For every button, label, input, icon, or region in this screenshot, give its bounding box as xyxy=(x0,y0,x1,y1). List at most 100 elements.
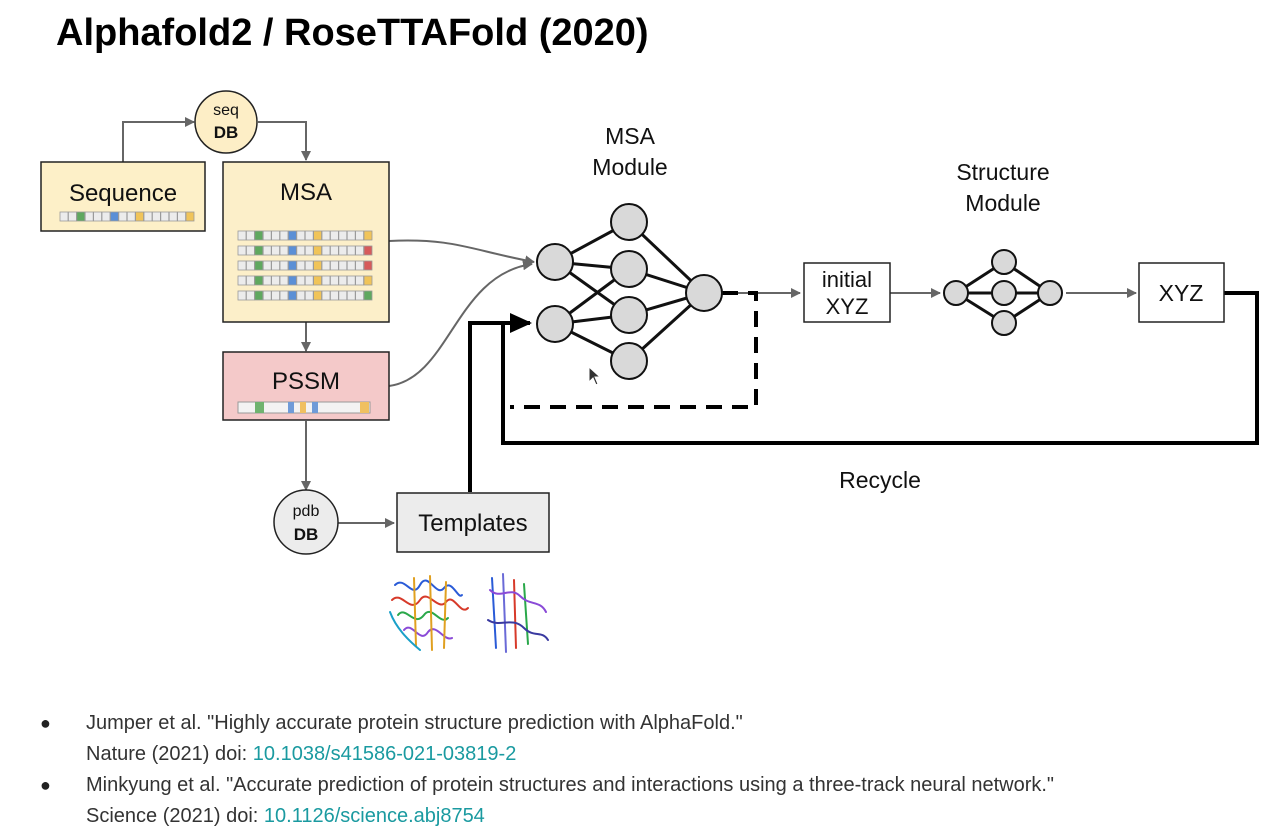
residue-cell xyxy=(313,290,323,301)
residue-cell xyxy=(84,211,94,222)
residue-cell xyxy=(271,275,281,286)
msa-module-title-line2: Module xyxy=(592,154,667,180)
protein-structure-image xyxy=(487,573,549,653)
residue-cell xyxy=(271,290,281,301)
reference-journal: Nature (2021) doi: xyxy=(86,743,253,765)
arrow-pssm-to-msa-module xyxy=(388,260,533,387)
residue-cell xyxy=(237,245,247,256)
pssm-box: PSSM xyxy=(222,351,390,421)
reference-citation: Minkyung et al. "Accurate prediction of … xyxy=(86,774,1055,796)
residue-cell xyxy=(237,260,247,271)
cursor-icon xyxy=(588,366,602,386)
residue-cell xyxy=(296,230,306,241)
residue-cell xyxy=(279,275,289,286)
residue-cell xyxy=(151,211,161,222)
residue-cell xyxy=(355,260,365,271)
residue-cell xyxy=(304,245,314,256)
reference-citation: Jumper et al. "Highly accurate protein s… xyxy=(86,712,743,734)
residue-cell xyxy=(296,245,306,256)
seq-db-node: seq DB xyxy=(194,90,258,154)
residue-cell xyxy=(321,245,331,256)
residue-cell xyxy=(304,230,314,241)
xyz-label: XYZ xyxy=(1159,280,1204,306)
residue-cell xyxy=(355,230,365,241)
residue-cell xyxy=(313,230,323,241)
residue-cell xyxy=(321,290,331,301)
residue-cell xyxy=(93,211,102,222)
residue-cell xyxy=(245,275,255,286)
reference-item: ● Minkyung et al. "Accurate prediction o… xyxy=(40,770,1240,832)
seq-db-bottom-label: DB xyxy=(214,123,239,142)
residue-cell xyxy=(355,275,365,286)
residue-cell xyxy=(101,211,111,222)
pssm-profile-strip xyxy=(237,401,371,414)
residue-cell xyxy=(262,245,272,256)
residue-cell xyxy=(143,211,153,222)
sequence-box: Sequence xyxy=(40,161,206,232)
pdb-db-node: pdb DB xyxy=(273,489,339,555)
residue-cell xyxy=(160,211,170,222)
bullet-icon: ● xyxy=(40,775,51,795)
residue-cell xyxy=(245,230,255,241)
residue-cell xyxy=(135,211,145,222)
references-list: ● Jumper et al. "Highly accurate protein… xyxy=(40,708,1240,832)
reference-source-line: Science (2021) doi: 10.1126/science.abj8… xyxy=(86,801,1240,832)
residue-cell xyxy=(338,245,348,256)
residue-cell xyxy=(346,230,356,241)
residue-cell xyxy=(304,290,314,301)
residue-cell xyxy=(287,275,297,286)
residue-cell xyxy=(279,230,289,241)
residue-cell xyxy=(237,275,247,286)
msa-module-title-line1: MSA xyxy=(605,123,656,149)
residue-cell xyxy=(245,260,255,271)
reference-item: ● Jumper et al. "Highly accurate protein… xyxy=(40,708,1240,770)
residue-cell xyxy=(262,260,272,271)
residue-cell xyxy=(59,211,69,222)
residue-cell xyxy=(287,230,297,241)
residue-cell xyxy=(296,260,306,271)
recycle-label: Recycle xyxy=(839,467,921,493)
templates-box: Templates xyxy=(396,492,550,553)
protein-structure-image xyxy=(389,575,469,651)
inner-recycle-dashed-line xyxy=(510,291,758,409)
residue-cell xyxy=(363,290,373,301)
residue-cell xyxy=(355,245,365,256)
residue-cell xyxy=(118,211,128,222)
msa-alignment-rows xyxy=(237,230,373,301)
initial-xyz-line2: XYZ xyxy=(826,294,869,319)
residue-cell xyxy=(363,275,373,286)
doi-link[interactable]: 10.1126/science.abj8754 xyxy=(263,805,485,827)
residue-cell xyxy=(177,211,187,222)
residue-cell xyxy=(126,211,136,222)
residue-cell xyxy=(346,245,356,256)
residue-cell xyxy=(237,290,247,301)
residue-cell xyxy=(254,275,264,286)
residue-cell xyxy=(237,230,247,241)
pdb-db-bottom-label: DB xyxy=(294,525,319,544)
residue-cell xyxy=(329,275,339,286)
residue-cell xyxy=(321,260,331,271)
residue-cell xyxy=(287,260,297,271)
reference-source-line: Nature (2021) doi: 10.1038/s41586-021-03… xyxy=(86,739,1240,770)
residue-cell xyxy=(321,230,331,241)
reference-journal: Science (2021) doi: xyxy=(86,805,264,827)
residue-cell xyxy=(271,245,281,256)
doi-link[interactable]: 10.1038/s41586-021-03819-2 xyxy=(252,743,517,765)
residue-cell xyxy=(254,245,264,256)
residue-cell xyxy=(355,290,365,301)
residue-cell xyxy=(338,260,348,271)
initial-xyz-line1: initial xyxy=(822,267,872,292)
residue-cell xyxy=(76,211,86,222)
residue-cell xyxy=(185,211,195,222)
residue-cell xyxy=(338,230,348,241)
residue-cell xyxy=(346,290,356,301)
residue-cell xyxy=(304,260,314,271)
msa-label: MSA xyxy=(280,179,332,206)
seq-db-top-label: seq xyxy=(213,102,239,119)
sequence-label: Sequence xyxy=(69,180,177,207)
residue-cell xyxy=(313,245,323,256)
msa-box: MSA xyxy=(222,161,390,323)
residue-cell xyxy=(313,260,323,271)
templates-label: Templates xyxy=(418,510,527,537)
residue-cell xyxy=(279,245,289,256)
